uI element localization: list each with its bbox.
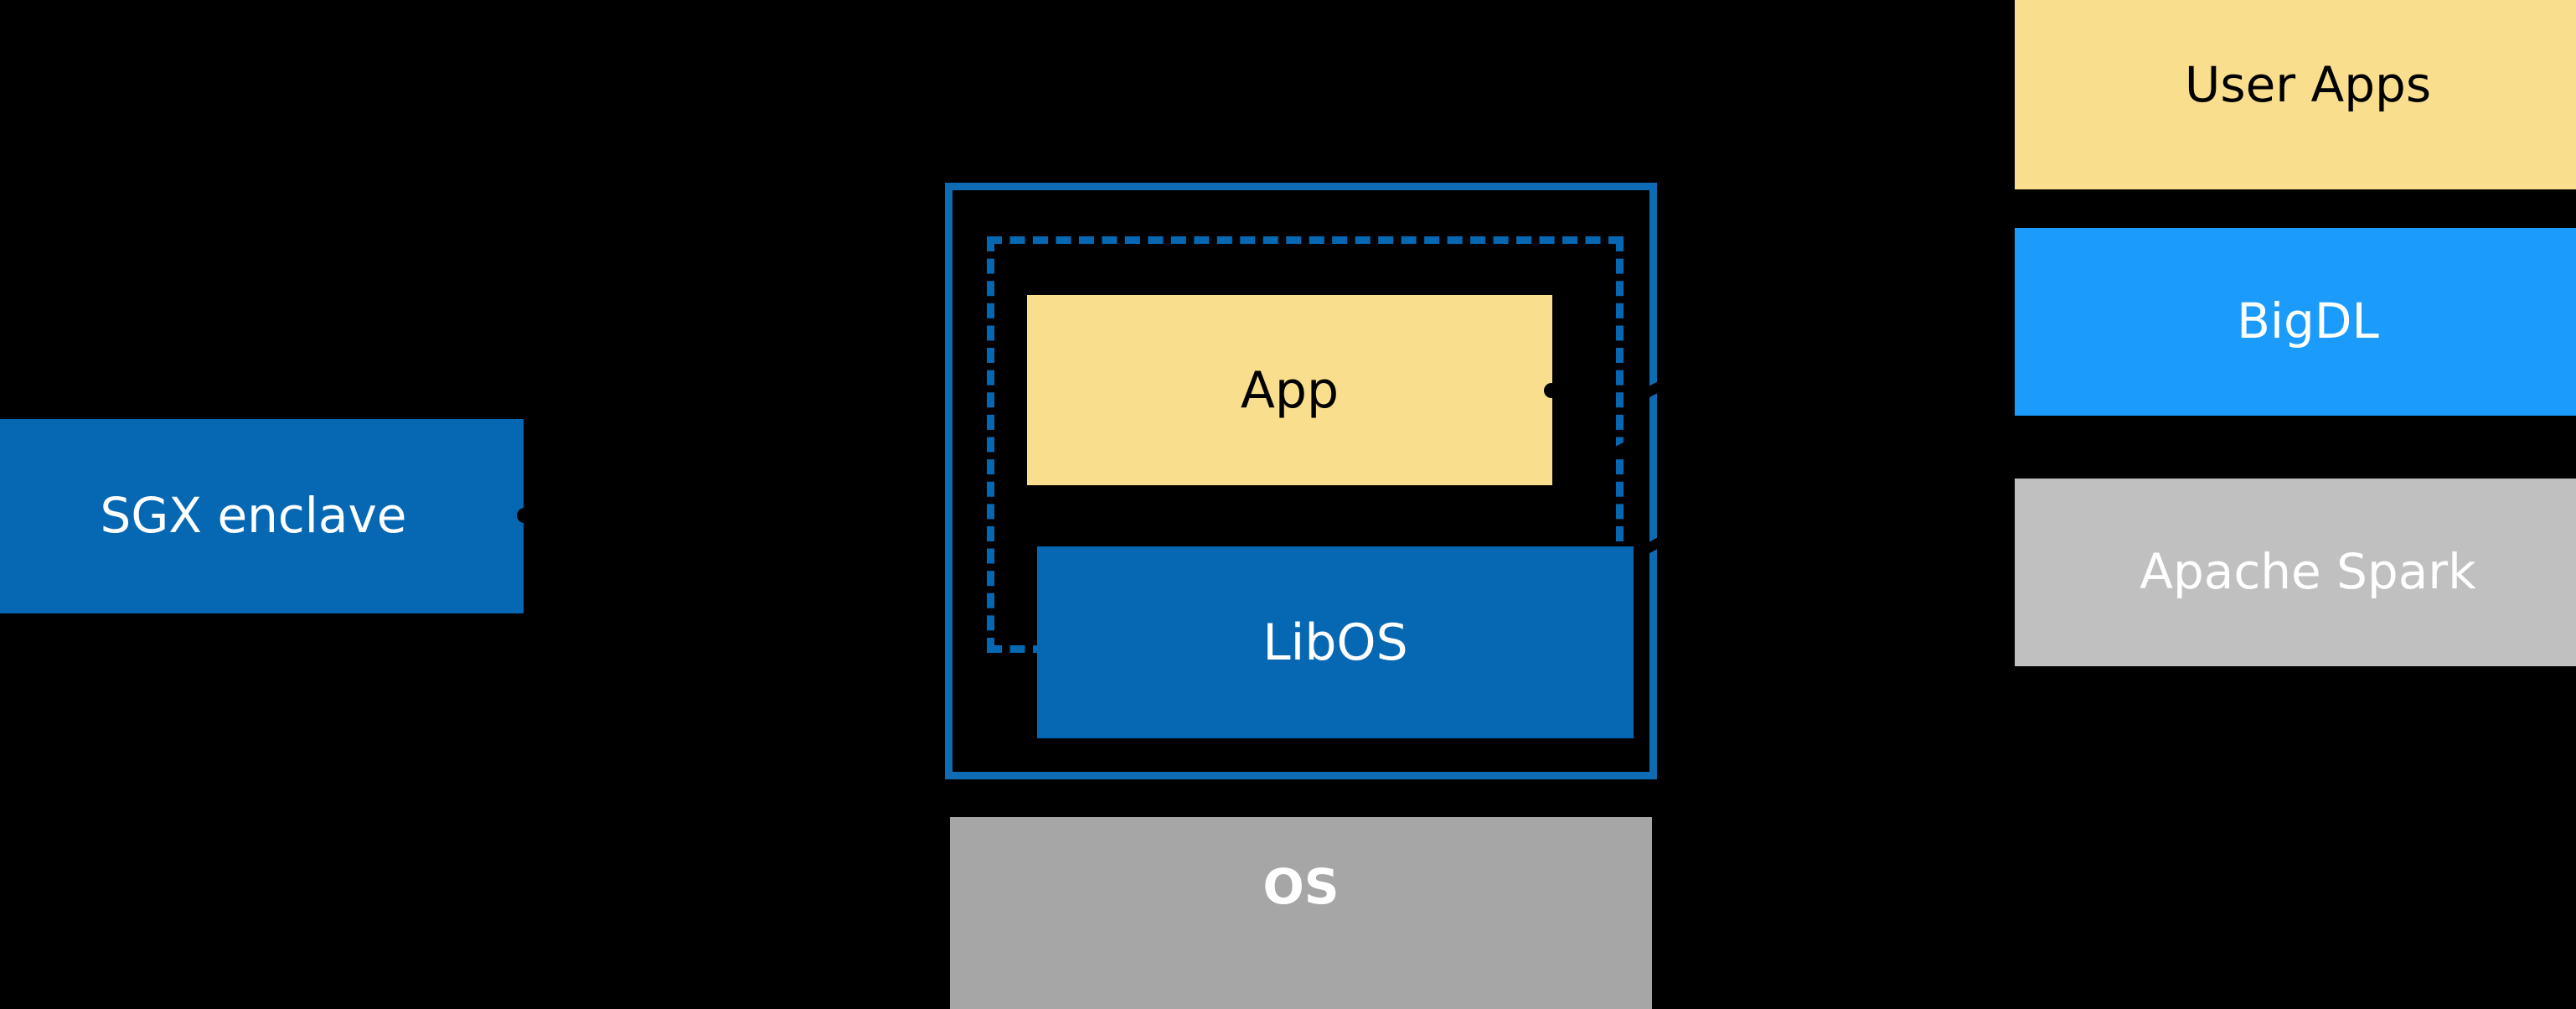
sgx-enclave-label: SGX enclave [100, 487, 407, 545]
bigdl-label: BigDL [2237, 292, 2379, 350]
apache-spark-box: Apache Spark [2015, 479, 2576, 666]
user-apps-box: User Apps [2015, 0, 2576, 189]
os-label: OS [1262, 858, 1340, 915]
bigdl-box: BigDL [2015, 228, 2576, 416]
os-box: OS [950, 817, 1652, 1009]
libos-box: LibOS [1037, 546, 1634, 738]
apache-spark-label: Apache Spark [2140, 543, 2476, 601]
app-box: App [1027, 295, 1552, 485]
sgx-enclave-box: SGX enclave [0, 419, 524, 613]
enclave-boundary-rect [945, 183, 1657, 779]
app-label: App [1240, 360, 1340, 420]
libos-label: LibOS [1262, 613, 1408, 672]
user-apps-label: User Apps [2184, 56, 2432, 114]
app-connector-arrowhead-icon [1544, 383, 1559, 398]
sgx-connector-arrowhead-icon [517, 508, 532, 523]
